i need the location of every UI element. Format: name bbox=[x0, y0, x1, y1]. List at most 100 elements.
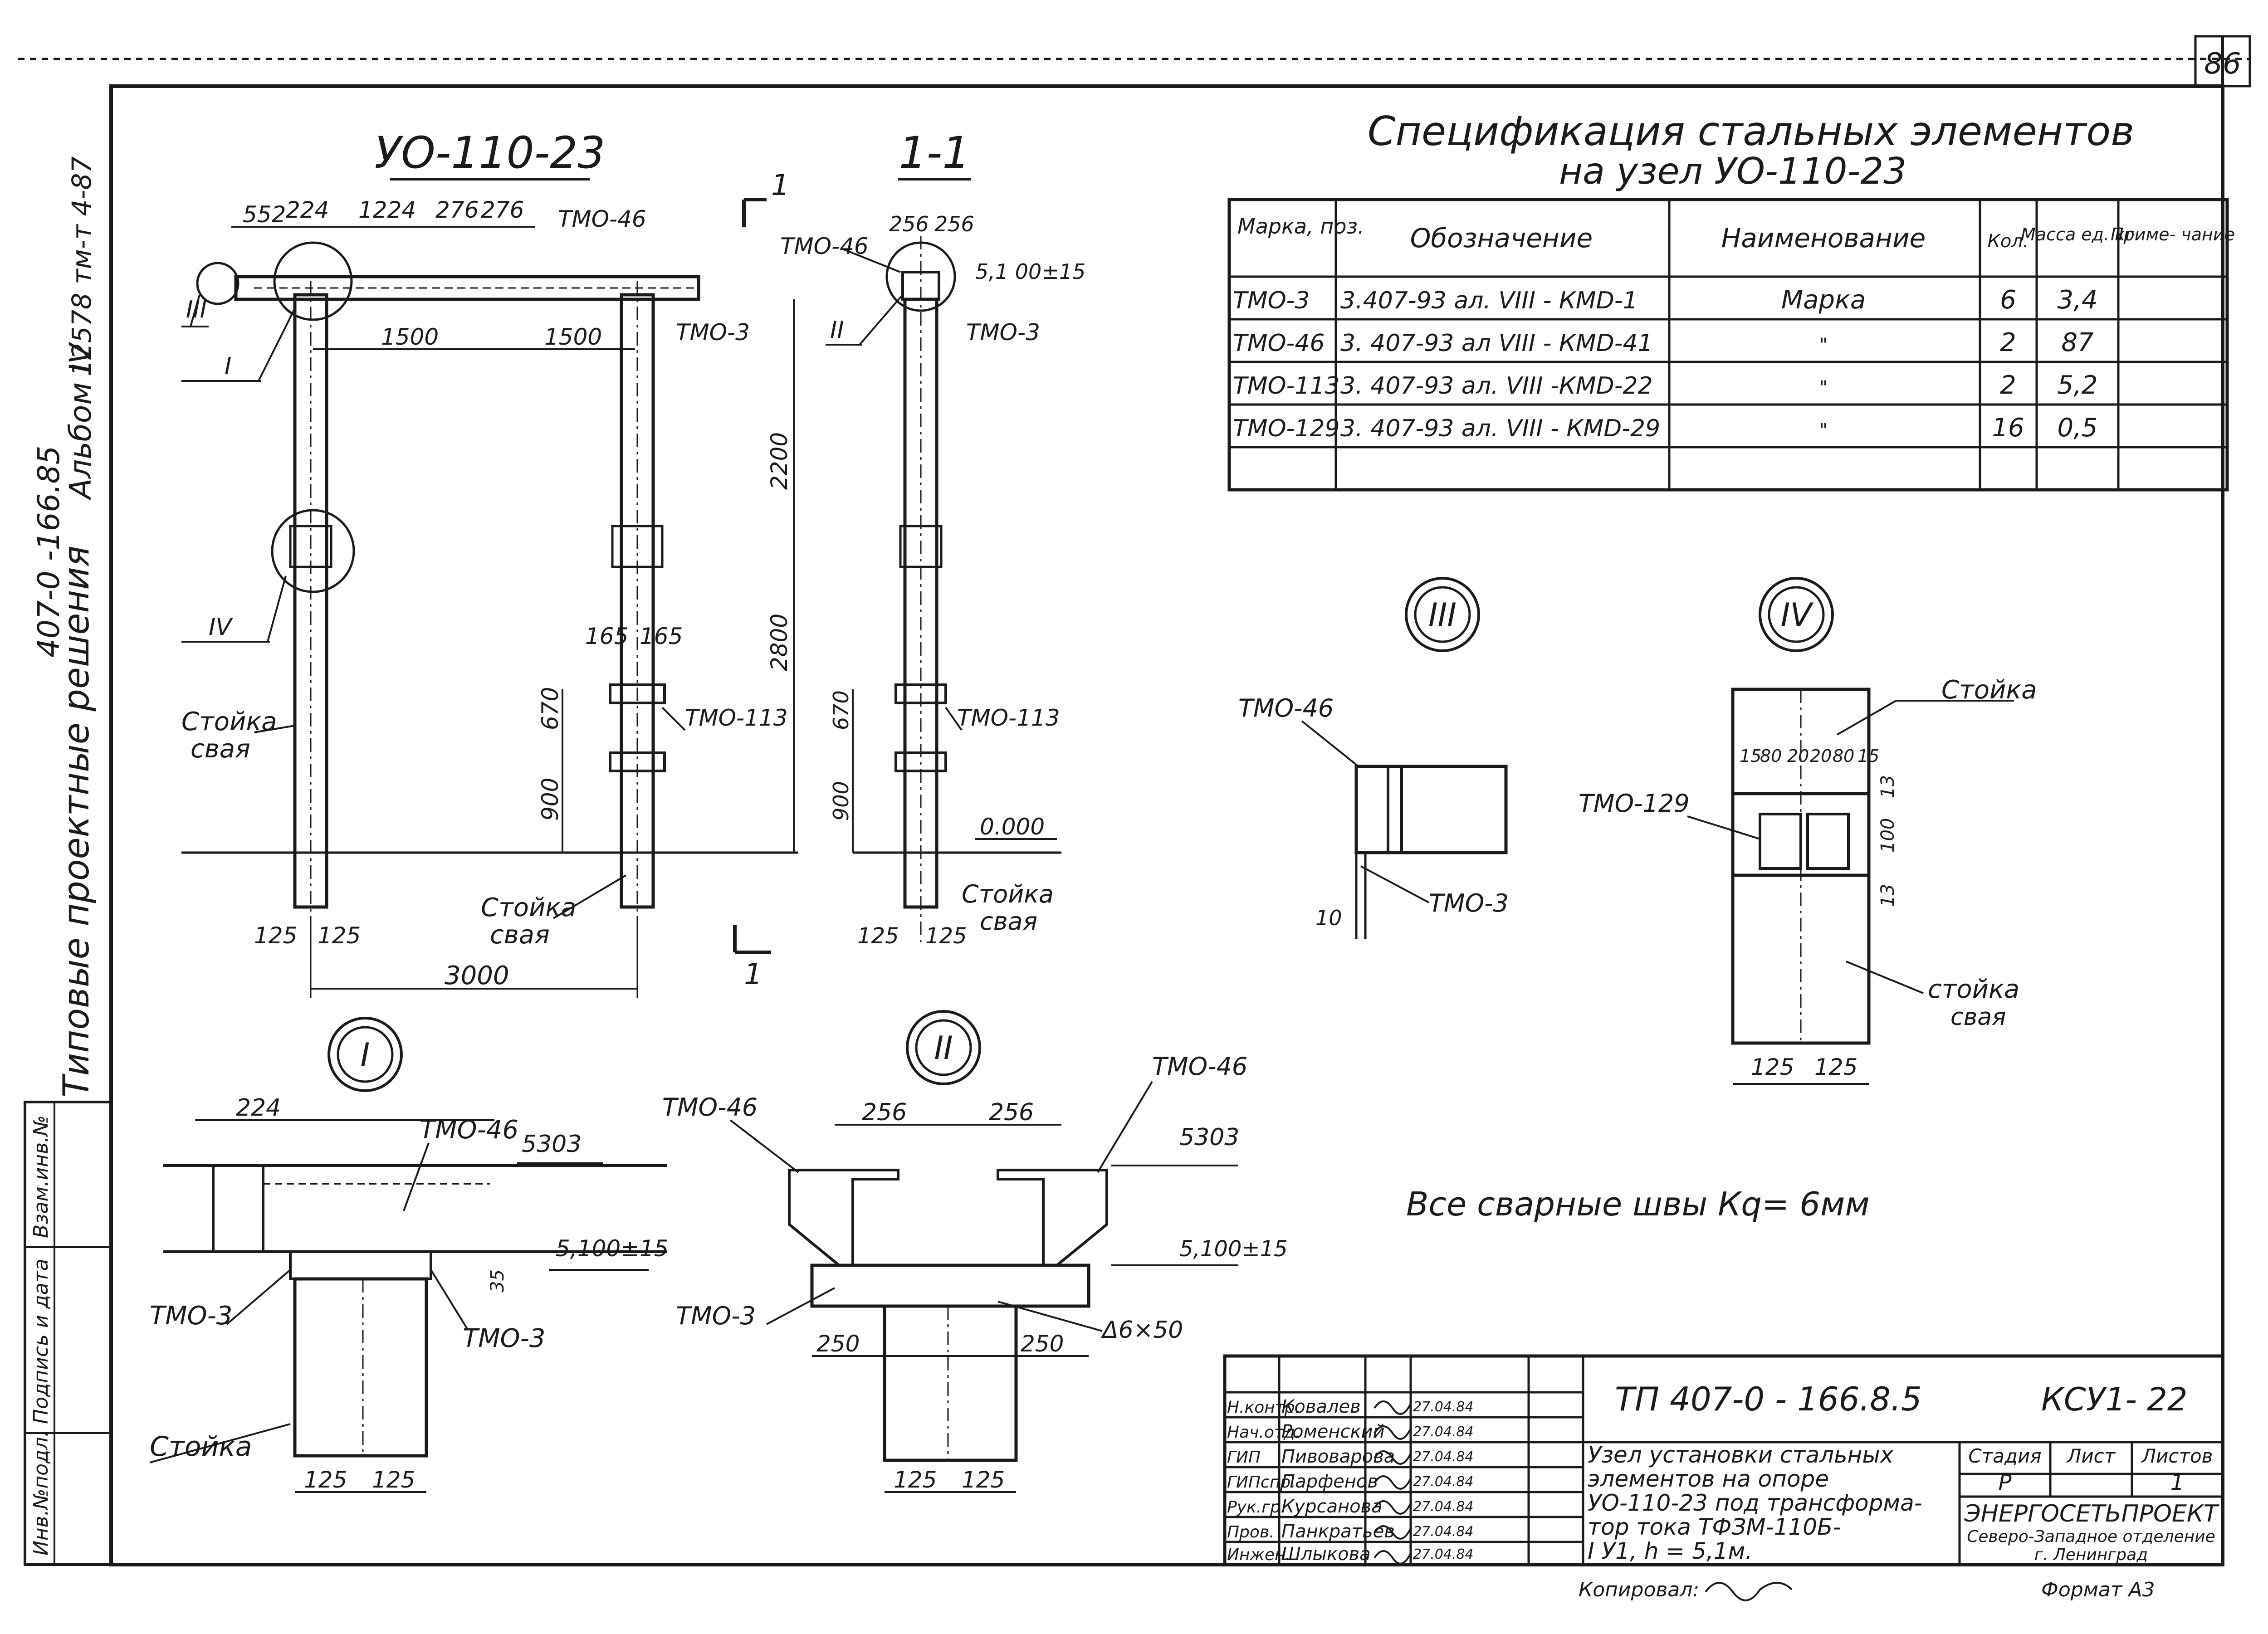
spec-r3-qty: 16 bbox=[1992, 413, 2024, 443]
main-view: УО-110-23 552 224 bbox=[181, 127, 798, 998]
spec-r2-qty: 2 bbox=[2000, 371, 2016, 400]
copied-label: Копировал: bbox=[1579, 1578, 1699, 1601]
detail-III-mark: III bbox=[1428, 596, 1457, 634]
title-date-6: 27.04.84 bbox=[1413, 1546, 1474, 1562]
spec-r2-mark: ТМО-113 bbox=[1233, 372, 1340, 400]
detail-IV-dim-80b: 80 bbox=[1833, 746, 1854, 766]
detail-I-dim-125b: 125 bbox=[372, 1467, 415, 1493]
title-desc-4: I У1, h = 5,1м. bbox=[1588, 1538, 1752, 1564]
main-label-svaya-left: свая bbox=[191, 734, 250, 764]
detail-IV: IV Стойка ТМО-129 стойка свая 15 80 20 2… bbox=[1579, 577, 2037, 1085]
title-date-1: 27.04.84 bbox=[1413, 1424, 1474, 1440]
title-desc-0: Узел установки стальных bbox=[1588, 1442, 1894, 1468]
main-label-svaya-right: свая bbox=[490, 920, 550, 950]
main-span-1: 1500 bbox=[381, 324, 439, 350]
title-desc-2: УО-110-23 под трансформа- bbox=[1588, 1490, 1922, 1516]
title-date-4: 27.04.84 bbox=[1413, 1499, 1474, 1515]
side-stamps: 407-0 -166.85 Альбом IV 12578 тм-т 4-87 … bbox=[31, 156, 98, 1097]
detail-I-elev2: 5,100±15 bbox=[556, 1235, 669, 1262]
detail-IV-label-svaya: свая bbox=[1950, 1004, 2006, 1031]
cut-mark-top: 1 bbox=[771, 169, 790, 202]
title-date-3: 27.04.84 bbox=[1413, 1474, 1474, 1490]
spec-r3-designation: 3. 407-93 ал. VIII - КМD-29 bbox=[1340, 415, 1660, 442]
spec-r0-mass: 3,4 bbox=[2057, 285, 2097, 315]
detail-III-label-tmo3: ТМО-3 bbox=[1429, 889, 1509, 917]
main-dim-224: 224 bbox=[286, 197, 329, 223]
side-stamp-number: 12578 тм-т 4-87 bbox=[66, 156, 97, 376]
main-height-670: 670 bbox=[537, 687, 563, 730]
spec-r1-qty: 2 bbox=[2000, 328, 2016, 357]
main-dim-276b: 276 bbox=[481, 197, 524, 223]
detail-III-dim: 10 bbox=[1315, 906, 1342, 930]
detail-I-label-tmo3-left: ТМО-3 bbox=[150, 1301, 232, 1331]
section-dim-900: 900 bbox=[829, 781, 853, 821]
detail-I-label-tmo3-right: ТМО-3 bbox=[463, 1324, 545, 1353]
section-zero: 0.000 bbox=[980, 814, 1045, 840]
detail-IV-dim-20b: 20 bbox=[1810, 746, 1832, 766]
section-elevation: 5,1 00±15 bbox=[975, 259, 1085, 284]
main-view-title: УО-110-23 bbox=[375, 127, 606, 178]
detail-I-mark: I bbox=[361, 1036, 370, 1073]
title-name-2: Пивоварова bbox=[1281, 1446, 1395, 1467]
section-view: 1-1 1 1 256 256 5,1 00±15 ТМО-46 II ТМО-… bbox=[733, 127, 1085, 991]
detail-IV-dim-80a: 80 bbox=[1760, 746, 1782, 766]
detail-IV-dim-13a: 13 bbox=[1877, 775, 1898, 798]
format-label: Формат А3 bbox=[2041, 1578, 2155, 1601]
title-stage-value: Р bbox=[1999, 1470, 2012, 1495]
spec-header-note: Приме- чание bbox=[2111, 224, 2235, 244]
title-date-2: 27.04.84 bbox=[1413, 1449, 1474, 1465]
detail-I: I 224 ТМО-46 5303 5,100±15 35 ТМО-3 ТМО-… bbox=[149, 1017, 669, 1493]
detail-IV-dim-13b: 13 bbox=[1877, 884, 1898, 907]
spec-r0-name: Марка bbox=[1781, 285, 1866, 315]
callout-III: III bbox=[186, 296, 207, 323]
title-name-1: Роменский bbox=[1281, 1421, 1385, 1442]
title-name-5: Панкратьев bbox=[1281, 1521, 1395, 1542]
title-date-0: 27.04.84 bbox=[1413, 1399, 1474, 1415]
spec-header-mass: Масса ед. кг bbox=[2021, 224, 2135, 244]
detail-IV-dim-125b: 125 bbox=[1814, 1054, 1857, 1080]
main-dim-276a: 276 bbox=[435, 197, 479, 223]
detail-IV-label-tmo129: ТМО-129 bbox=[1579, 789, 1690, 818]
spec-r0-qty: 6 bbox=[2000, 285, 2016, 315]
detail-II-dim-256a: 256 bbox=[862, 1099, 907, 1126]
detail-I-dim-224: 224 bbox=[236, 1094, 281, 1122]
spec-r2-name: " bbox=[1819, 377, 1828, 398]
title-desc-3: тор тока ТФЗМ-110Б- bbox=[1588, 1514, 1841, 1540]
main-dim-165b: 165 bbox=[640, 623, 683, 649]
detail-IV-dim-20a: 20 bbox=[1787, 746, 1809, 766]
detail-IV-dim-15a: 15 bbox=[1740, 746, 1761, 766]
spec-header-designation: Обозначение bbox=[1410, 223, 1593, 254]
copied-signature bbox=[1705, 1582, 1793, 1601]
detail-II: II 256 256 ТМО-46 ТМО-46 5303 5,100±15 Т… bbox=[662, 1010, 1288, 1493]
side-stamp-code: 407-0 -166.85 bbox=[31, 445, 66, 658]
main-dim-1224: 1224 bbox=[358, 197, 416, 223]
spec-r1-name: " bbox=[1819, 335, 1828, 356]
main-label-stoika-left: Стойка bbox=[181, 707, 277, 737]
main-overall-width: 3000 bbox=[445, 961, 509, 990]
detail-II-dim-250b: 250 bbox=[1021, 1331, 1064, 1357]
side-stamp-album: Альбом IV bbox=[63, 341, 98, 501]
page-number: 86 bbox=[2204, 47, 2241, 81]
spec-title-line2: на узел УО-110-23 bbox=[1559, 150, 1906, 192]
section-label-svaya: свая bbox=[980, 907, 1037, 936]
title-block: ТП 407-0 - 166.8.5 КСУ1- 22 Н.контр. Нач… bbox=[1223, 1354, 2224, 1566]
title-name-6: Шлыкова bbox=[1281, 1544, 1371, 1565]
title-name-3: Парфенов bbox=[1281, 1471, 1378, 1492]
detail-III: III ТМО-46 ТМО-3 10 bbox=[1238, 577, 1509, 939]
spec-title-line1: Спецификация стальных элементов bbox=[1368, 108, 2134, 155]
title-name-4: Курсанова bbox=[1281, 1496, 1383, 1517]
section-dim-256b: 256 bbox=[934, 212, 974, 236]
left-signature-column: Инв.№подл. Подпись и дата Взам.инв.№ bbox=[24, 1101, 112, 1566]
title-role-1: Нач.отд. bbox=[1227, 1423, 1300, 1442]
section-label-stoika: Стойка bbox=[962, 880, 1054, 908]
spec-header-qty: Кол. bbox=[1987, 231, 2028, 252]
detail-II-elev1: 5303 bbox=[1179, 1124, 1239, 1151]
section-dim-125b: 125 bbox=[925, 923, 967, 949]
left-col-sign: Подпись и дата bbox=[29, 1259, 53, 1424]
callout-I: I bbox=[225, 353, 231, 380]
spec-r2-designation: 3. 407-93 ал. VIII -КМD-22 bbox=[1340, 372, 1653, 400]
spec-r0-designation: 3.407-93 ал. VIII - КМD-1 bbox=[1340, 287, 1638, 314]
main-label-stoika-right: Стойка bbox=[481, 893, 577, 922]
